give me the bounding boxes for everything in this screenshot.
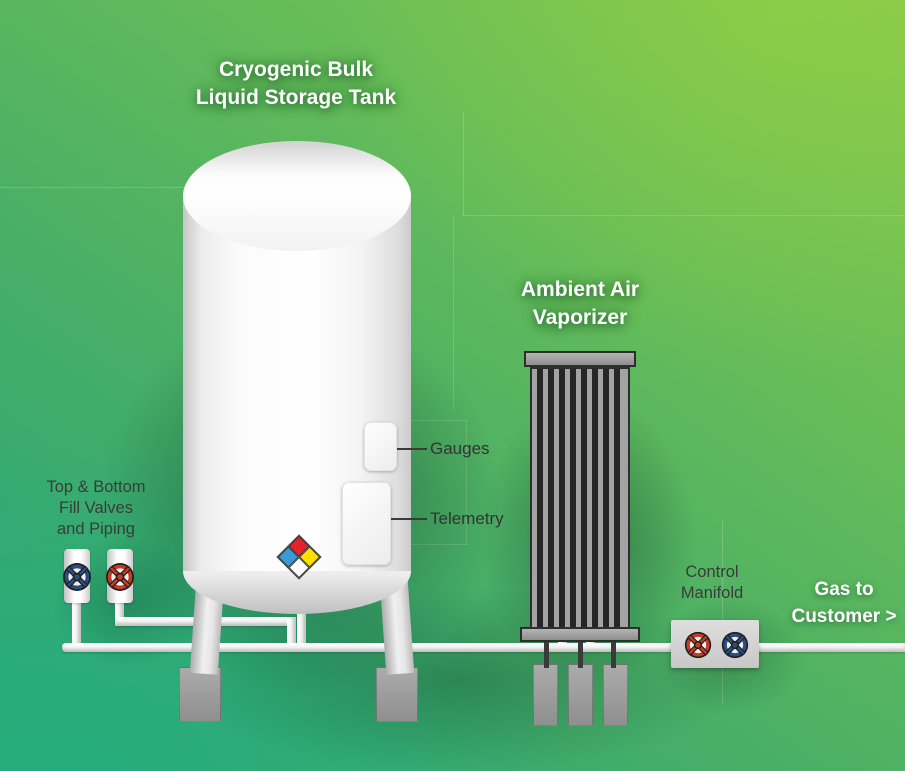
fill-valves-label: Top & Bottom Fill Valves and Piping [20,477,172,540]
tank-title-line2: Liquid Storage Tank [195,86,397,109]
fill-valves-label-line3: and Piping [57,520,135,538]
vaporizer-title: Ambient Air Vaporizer [490,276,670,332]
main-gas-pipe [62,643,905,652]
telemetry-label: Telemetry [430,509,504,528]
vaporizer-title-line2: Vaporizer [532,306,628,329]
blue-handwheel-valve-icon [63,563,91,591]
tank-foot-left [179,667,221,722]
decor-line [0,187,186,188]
red-handwheel-valve-icon [106,563,134,591]
gauges-label: Gauges [430,439,490,458]
blue-handwheel-valve-icon [721,631,749,659]
control-manifold-label-line1: Control [685,563,739,581]
control-manifold-label: Control Manifold [658,562,766,604]
vaporizer-foot [568,664,593,726]
vaporizer-leg [611,640,616,668]
top-fill-pipe-elbow [287,617,296,652]
red-handwheel-valve-icon [684,631,712,659]
gas-to-customer-line1: Gas to [814,579,874,600]
decor-line [463,112,464,216]
fill-valves-label-line2: Fill Valves [59,499,133,517]
fill-pipe-red-drop [115,594,124,625]
gas-to-customer-label: Gas to Customer > [786,576,902,630]
gauges-callout-line [397,448,427,450]
vaporizer-foot [533,664,558,726]
tank-drain-stub [297,590,306,650]
vaporizer-foot [603,664,628,726]
vaporizer-leg [578,640,583,668]
fill-valves-label-line1: Top & Bottom [46,478,146,496]
gas-to-customer-line2: Customer > [791,606,897,627]
tank-title-line1: Cryogenic Bulk [218,58,374,81]
decor-line [463,215,905,216]
vaporizer-top-cap [524,351,636,367]
tank-foot-right [376,667,418,722]
gauges-box [364,422,397,471]
fill-pipe-blue-drop [72,596,81,652]
vaporizer-finned-body [530,367,630,629]
telemetry-box [342,482,391,565]
tank-dome [183,141,411,251]
telemetry-callout-line [391,518,427,520]
vaporizer-title-line1: Ambient Air [520,278,640,301]
control-manifold-label-line2: Manifold [680,584,744,602]
vaporizer-bottom-cap [520,627,640,642]
vaporizer-leg [544,640,549,668]
decor-line [722,520,723,705]
tank-title: Cryogenic Bulk Liquid Storage Tank [150,56,442,112]
